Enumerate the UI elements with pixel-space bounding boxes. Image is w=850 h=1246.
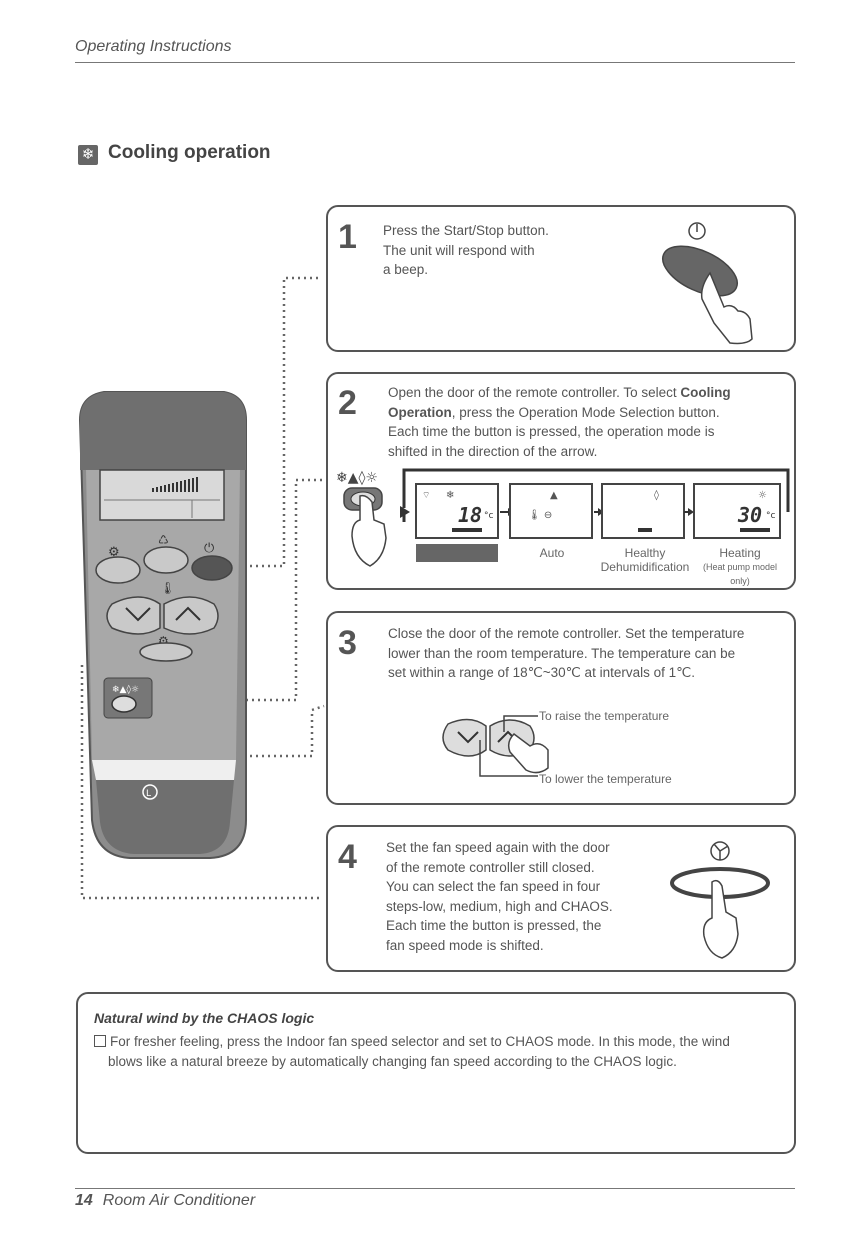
chaos-note-title: Natural wind by the CHAOS logic: [94, 1010, 315, 1026]
chaos-note-line-2: blows like a natural breeze by automatic…: [108, 1054, 677, 1069]
step-4-line-6: fan speed mode is shifted.: [386, 937, 544, 953]
footer-title: Room Air Conditioner: [102, 1192, 256, 1209]
step-4-line-1: Set the fan speed again with the door: [386, 840, 610, 855]
chaos-note-text: For fresher feeling, press the Indoor fa…: [94, 1032, 784, 1072]
step-4-number: 4: [338, 838, 357, 876]
lcd-heating: ☼ 30 °c: [693, 483, 781, 539]
pointing-hand-icon: [507, 733, 549, 774]
page-header-title: Operating Instructions: [75, 38, 232, 55]
lcd-dehumidification: ◊: [601, 483, 685, 539]
page-footer: 14 Room Air Conditioner: [75, 1192, 255, 1210]
pointing-hand-icon: [702, 879, 739, 959]
power-icon: [688, 222, 706, 240]
step-3-line-1: Close the door of the remote controller.…: [388, 626, 745, 641]
svg-text:L: L: [146, 789, 151, 799]
step-2-bold-cooling: Cooling: [680, 385, 731, 400]
step-2-number: 2: [338, 384, 357, 422]
step-2-bold-operation: Operation: [388, 404, 452, 420]
footer-divider: [75, 1188, 795, 1189]
step-3-box: [326, 611, 796, 805]
step-4-line-3: You can select the fan speed in four: [386, 879, 601, 894]
lower-temperature-label: To lower the temperature: [539, 772, 672, 786]
step-2-line-1a: Open the door of the remote controller. …: [388, 385, 681, 400]
pointing-hand-icon: [351, 494, 387, 567]
svg-text:▲: ▲: [550, 490, 558, 501]
mode-label-auto: Auto: [539, 546, 565, 560]
step-3-number: 3: [338, 624, 357, 662]
mode-symbols-icon: ❄▲◊☼: [336, 470, 378, 486]
svg-text:⚙: ⚙: [158, 634, 169, 648]
mode-label-healthy: Healthy Dehumidification: [600, 546, 690, 574]
checkbox-bullet-icon: [94, 1035, 106, 1047]
svg-text:◊: ◊: [654, 489, 659, 501]
pointing-hand-icon: [700, 271, 753, 345]
step-1-line-2: The unit will respond with: [383, 242, 535, 258]
svg-text:⚙: ⚙: [108, 545, 120, 560]
svg-text:°c: °c: [484, 511, 494, 521]
step-4-line-4: steps-low, medium, high and CHAOS.: [386, 898, 613, 914]
svg-text:30: 30: [737, 503, 762, 527]
header-divider: [75, 62, 795, 63]
mode-label-heating: Heating (Heat pump model only): [692, 546, 788, 588]
mode-label-heating-2: (Heat pump model only): [702, 562, 778, 586]
svg-text:❄: ❄: [446, 490, 454, 501]
step-4-line-2: of the remote controller still closed.: [386, 859, 595, 875]
cooling-selected-bar: [416, 544, 498, 562]
step-3-line-3: set within a range of 18℃~30℃ at interva…: [388, 665, 696, 680]
step-1-line-1: Press the Start/Stop button.: [383, 223, 549, 238]
svg-text:🌡 ⊖: 🌡 ⊖: [528, 509, 552, 521]
step-3-line-2: lower than the room temperature. The tem…: [388, 645, 736, 661]
step-4-text: Set the fan speed again with the door of…: [386, 838, 646, 955]
svg-text:🌡: 🌡: [160, 581, 175, 595]
page-number: 14: [75, 1192, 93, 1209]
step-1-number: 1: [338, 218, 357, 256]
step-2-line-4: shifted in the direction of the arrow.: [388, 443, 598, 459]
mode-label-healthy-1: Healthy: [624, 546, 666, 560]
remote-body: ⚙ ♺ ⏻ 🌡 ⚙ ❄▲◊☼ L: [78, 391, 247, 859]
step-2-text: Open the door of the remote controller. …: [388, 383, 788, 461]
down-arrow-icon: [457, 731, 479, 744]
mode-label-heating-1: Heating: [719, 546, 761, 560]
svg-text:⌔: ⌔: [422, 491, 430, 501]
mode-sequence-illustration: ❄▲◊☼ ⌔ ❄ 18 °c ▲ 🌡 ⊖ ◊ ☼ 30 °c: [336, 468, 790, 567]
svg-text:18: 18: [458, 503, 482, 527]
mode-label-healthy-2: Dehumidification: [600, 560, 690, 574]
step-3-text: Close the door of the remote controller.…: [388, 624, 782, 683]
svg-text:☼: ☼: [758, 490, 767, 501]
chaos-note-line-1: For fresher feeling, press the Indoor fa…: [110, 1034, 730, 1049]
step-2-line-2b: , press the Operation Mode Selection but…: [451, 404, 720, 420]
snowflake-icon: ❄: [78, 145, 98, 165]
temperature-buttons-illustration: [442, 715, 549, 777]
svg-text:⏻: ⏻: [204, 541, 214, 556]
start-stop-button-illustration: [662, 222, 753, 345]
svg-text:❄▲◊☼: ❄▲◊☼: [112, 684, 139, 695]
lcd-cooling: ⌔ ❄ 18 °c: [415, 483, 499, 539]
connector-step3: [90, 704, 325, 758]
step-1-line-3: a beep.: [383, 262, 429, 277]
step-2-line-3: Each time the button is pressed, the ope…: [388, 424, 715, 439]
fan-speed-button-illustration: [670, 841, 770, 959]
step-1-text: Press the Start/Stop button. The unit wi…: [383, 221, 603, 280]
step-4-line-5: Each time the button is pressed, the: [386, 918, 602, 933]
section-title: Cooling operation: [108, 142, 271, 163]
raise-temperature-label: To raise the temperature: [539, 709, 670, 723]
svg-text:°c: °c: [766, 511, 776, 521]
svg-text:♺: ♺: [158, 533, 169, 547]
chaos-note-box: [76, 992, 796, 1154]
lcd-auto: ▲ 🌡 ⊖: [509, 483, 593, 539]
